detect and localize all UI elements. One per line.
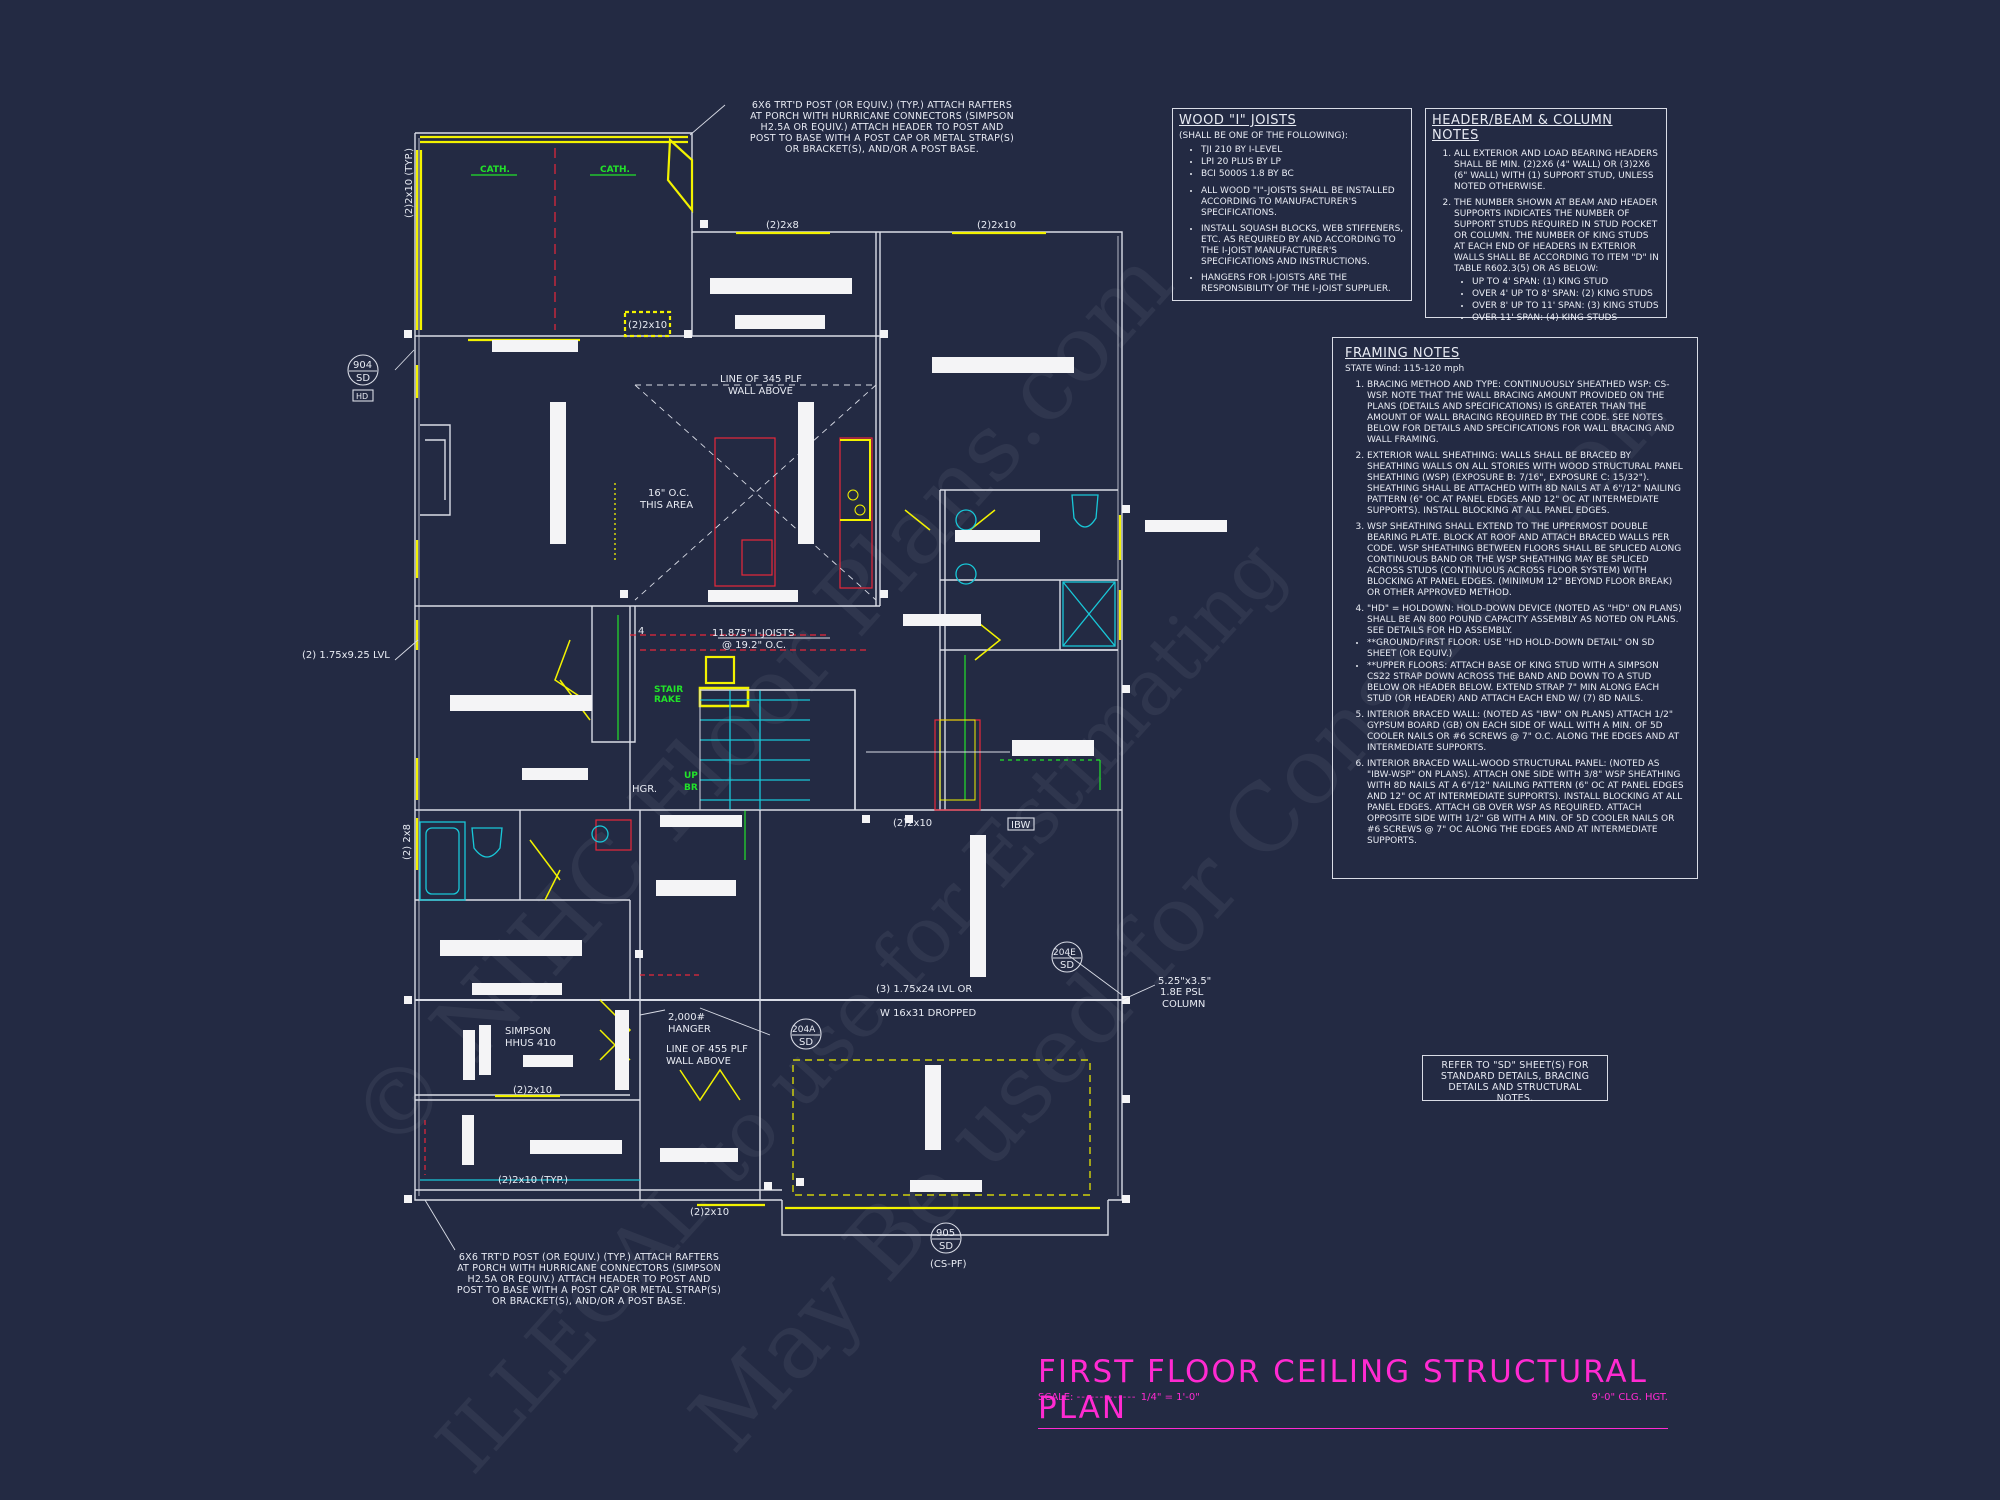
king-stud-item: OVER 11' SPAN: (4) KING STUDS	[1472, 313, 1660, 324]
framing-subtitle: STATE Wind: 115-120 mph	[1345, 364, 1465, 374]
king-stud-item: UP TO 4' SPAN: (1) KING STUD	[1472, 277, 1660, 288]
cath-label-1: CATH.	[480, 165, 510, 175]
header-2x10-low: (2)2x10	[513, 1085, 552, 1096]
oc16-label-2: THIS AREA	[639, 500, 693, 511]
joists-note: ALL WOOD "I"-JOISTS SHALL BE INSTALLED A…	[1201, 186, 1405, 219]
ref-204e-number: 204E	[1053, 948, 1076, 958]
ceiling-height: 9'-0" CLG. HGT.	[1591, 1392, 1668, 1403]
ref-204a-sd: SD	[799, 1037, 813, 1048]
up-label: UP	[684, 771, 698, 781]
psl-label-2: 1.8E PSL	[1160, 987, 1204, 998]
ref-904-sd: SD	[356, 373, 370, 384]
header-2x10-typ: (2)2x10 (TYP.)	[498, 1175, 568, 1186]
psl-label-1: 5.25"x3.5"	[1158, 976, 1211, 987]
ref-905-sd: SD	[939, 1241, 953, 1252]
refer-sd-box: REFER TO "SD" SHEET(S) FOR STANDARD DETA…	[1422, 1055, 1608, 1104]
psf455-label-2: WALL ABOVE	[666, 1056, 731, 1067]
joists-note: INSTALL SQUASH BLOCKS, WEB STIFFENERS, E…	[1201, 224, 1405, 268]
header-2x10-mid: (2)2x10	[893, 818, 932, 829]
framing-holddown-list: **GROUND/FIRST FLOOR: USE "HD HOLD-DOWN …	[1345, 638, 1685, 705]
simpson-label-2: HHUS 410	[505, 1038, 556, 1049]
lvl-left-label: (2) 1.75x9.25 LVL	[302, 650, 390, 661]
header-2x10-closet: (2)2x10	[628, 320, 667, 331]
ijoists-label-1: 11.875" I-JOISTS	[712, 628, 794, 639]
br-label: BR	[684, 783, 698, 793]
exterior-wall-left	[414, 133, 782, 1201]
joists-item: TJI 210 BY I-LEVEL	[1201, 145, 1405, 156]
hanger-label-1: 2,000#	[668, 1012, 705, 1023]
hd-tag: HD	[356, 392, 368, 401]
cs-pf-label: (CS-PF)	[930, 1259, 967, 1270]
header-beam-notes-box: HEADER/BEAM & COLUMN NOTES ALL EXTERIOR …	[1425, 108, 1667, 323]
ijoists-label-2: @ 19.2" O.C.	[722, 640, 786, 651]
psf455-label-1: LINE OF 455 PLF	[666, 1044, 748, 1055]
cath-label-2: CATH.	[600, 165, 630, 175]
framing-bullet: **UPPER FLOORS: ATTACH BASE OF KING STUD…	[1367, 661, 1685, 705]
framing-notes-box: FRAMING NOTES STATE Wind: 115-120 mph BR…	[1332, 337, 1698, 879]
lvl-beam-label-2: W 16x31 DROPPED	[880, 1008, 977, 1019]
king-stud-item: OVER 4' UP TO 8' SPAN: (2) KING STUDS	[1472, 289, 1660, 300]
framing-title: FRAMING NOTES	[1345, 346, 1460, 361]
joists-subtitle: (SHALL BE ONE OF THE FOLLOWING):	[1179, 131, 1348, 141]
king-stud-item: OVER 8' UP TO 11' SPAN: (3) KING STUDS	[1472, 301, 1660, 312]
ref-905-number: 905	[936, 1228, 955, 1239]
stair-rake-label-2: RAKE	[654, 695, 681, 705]
simpson-label-1: SIMPSON	[505, 1026, 551, 1037]
header-note: ALL EXTERIOR AND LOAD BEARING HEADERS SH…	[1454, 149, 1660, 193]
ref-bubble-905	[930, 1222, 962, 1254]
ref-bubble-204e	[1051, 941, 1083, 973]
post-note-bottom: 6x6 TRT'D POST (OR EQUIV.) (TYP.) ATTACH…	[456, 1252, 722, 1307]
lvl-beam-label-1: (3) 1.75x24 LVL OR	[876, 984, 972, 995]
header-2x8-left: (2) 2x8	[402, 824, 413, 860]
plan-title: FIRST FLOOR CEILING STRUCTURAL PLAN	[1038, 1354, 1668, 1429]
joists-item: BCI 5000s 1.8 BY BC	[1201, 169, 1405, 180]
psf345-label-2: WALL ABOVE	[728, 386, 793, 397]
ref-204e-sd: SD	[1060, 960, 1074, 971]
framing-note: INTERIOR BRACED WALL: (NOTED AS "IBW" ON…	[1367, 710, 1685, 754]
framing-note: EXTERIOR WALL SHEATHING: WALLS SHALL BE …	[1367, 451, 1685, 517]
header-2x10-top: (2)2x10	[977, 220, 1016, 231]
psf345-label-1: LINE OF 345 PLF	[720, 374, 802, 385]
header-2x8-top: (2)2x8	[766, 220, 799, 231]
scale-label: SCALE:	[1038, 1392, 1074, 1403]
header-2x10-left: (2)2x10 (TYP.)	[404, 148, 415, 218]
scale-group: SCALE: ------------- 1/4" = 1'-0"	[1038, 1392, 1200, 1403]
framing-note: "HD" = HOLDOWN: HOLD-DOWN DEVICE (NOTED …	[1367, 604, 1685, 637]
joists-product-list: TJI 210 BY I-LEVEL LPI 20 PLUS BY LP BCI…	[1179, 145, 1405, 180]
framing-note: WSP SHEATHING SHALL EXTEND TO THE UPPERM…	[1367, 522, 1685, 599]
joists-notes-list: ALL WOOD "I"-JOISTS SHALL BE INSTALLED A…	[1179, 186, 1405, 295]
header-notes-list: ALL EXTERIOR AND LOAD BEARING HEADERS SH…	[1432, 149, 1660, 275]
scale-value: 1/4" = 1'-0"	[1140, 1392, 1200, 1403]
framing-bullet: **GROUND/FIRST FLOOR: USE "HD HOLD-DOWN …	[1367, 638, 1685, 660]
header-2x10-bottom: (2)2x10	[690, 1207, 729, 1218]
scale-row: SCALE: ------------- 1/4" = 1'-0" 9'-0" …	[1038, 1392, 1668, 1403]
header-note: THE NUMBER SHOWN AT BEAM AND HEADER SUPP…	[1454, 198, 1660, 275]
post-note-top: 6x6 TRT'D POST (OR EQUIV.) (TYP.) ATTACH…	[749, 100, 1015, 155]
exterior-wall-top-right	[415, 132, 1123, 1201]
joists-title: WOOD "I" JOISTS	[1179, 113, 1297, 128]
porch-bottom	[781, 1200, 1109, 1236]
header-notes-title: HEADER/BEAM & COLUMN NOTES	[1432, 113, 1613, 143]
wood-i-joists-box: WOOD "I" JOISTS (SHALL BE ONE OF THE FOL…	[1172, 108, 1412, 301]
ibw-label: IBW	[1011, 820, 1030, 831]
framing-note: BRACING METHOD AND TYPE: CONTINUOUSLY SH…	[1367, 380, 1685, 446]
hanger-label-2: HANGER	[668, 1024, 711, 1035]
oc16-label-1: 16" O.C.	[648, 488, 689, 499]
king-stud-list: UP TO 4' SPAN: (1) KING STUD OVER 4' UP …	[1432, 277, 1660, 324]
framing-notes-list-2: INTERIOR BRACED WALL: (NOTED AS "IBW" ON…	[1345, 710, 1685, 847]
number-4-label: 4	[638, 626, 644, 637]
joists-item: LPI 20 PLUS BY LP	[1201, 157, 1405, 168]
framing-note: INTERIOR BRACED WALL-WOOD STRUCTURAL PAN…	[1367, 759, 1685, 847]
ref-bubble-904	[347, 354, 379, 386]
framing-notes-list: BRACING METHOD AND TYPE: CONTINUOUSLY SH…	[1345, 380, 1685, 637]
psl-label-3: COLUMN	[1162, 999, 1205, 1010]
hgr-label: HGR.	[632, 784, 657, 795]
ref-904-number: 904	[353, 360, 372, 371]
stair-rake-label-1: STAIR	[654, 685, 683, 695]
joists-note: HANGERS FOR I-JOISTS ARE THE RESPONSIBIL…	[1201, 273, 1405, 295]
ref-204a-number: 204A	[792, 1025, 816, 1035]
ref-bubble-204a	[790, 1018, 822, 1050]
